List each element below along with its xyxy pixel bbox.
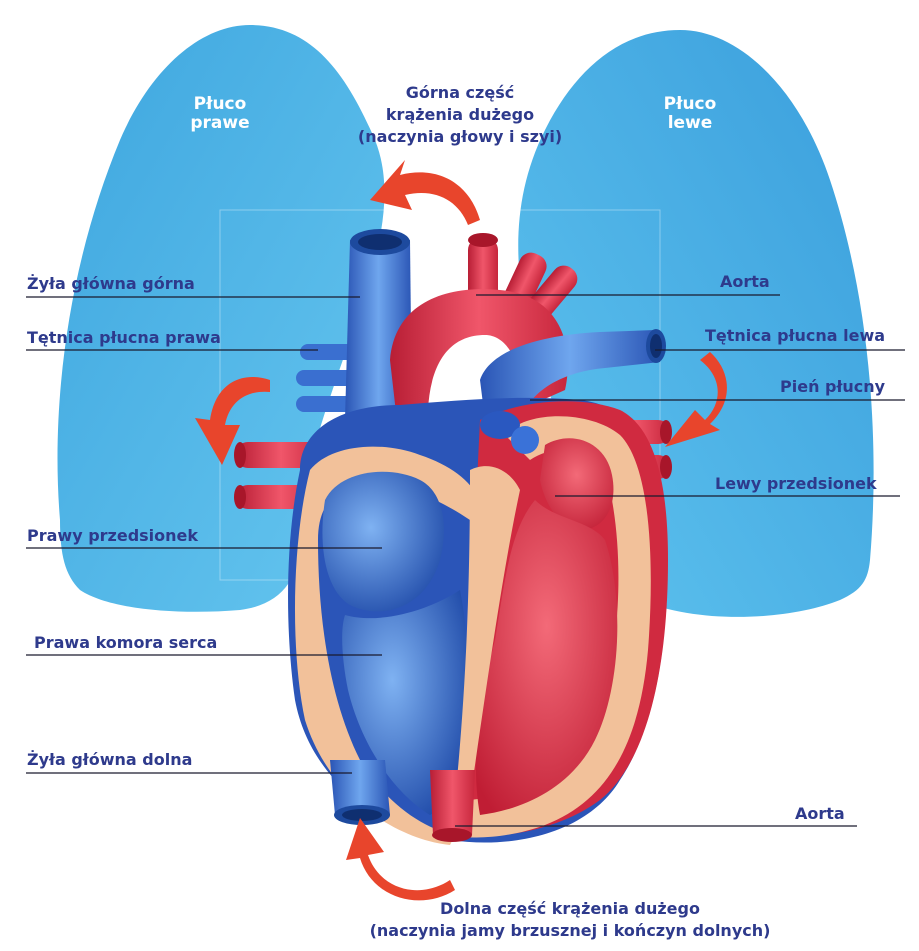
right-lung-label: Płuco prawe (180, 95, 260, 133)
label-vena-cava-superior: Żyła główna górna (27, 274, 195, 293)
label-pulmonary-trunk: Pień płucny (780, 377, 885, 396)
lower-circulation-caption: Dolna część krążenia dużego (naczynia ja… (330, 898, 810, 942)
left-lung-label: Płuco lewe (650, 95, 730, 133)
label-aorta-bottom: Aorta (795, 804, 845, 823)
label-vena-cava-inferior: Żyła główna dolna (27, 750, 192, 769)
label-right-pulmonary-artery: Tętnica płucna prawa (27, 328, 221, 347)
descending-aorta (430, 770, 475, 835)
upper-circulation-caption: Górna część krążenia dużego (naczynia gł… (330, 82, 590, 148)
label-left-pulmonary-artery: Tętnica płucna lewa (705, 326, 885, 345)
label-right-atrium: Prawy przedsionek (27, 526, 198, 545)
label-aorta-top: Aorta (720, 272, 770, 291)
label-right-ventricle: Prawa komora serca (34, 633, 217, 652)
label-left-atrium: Lewy przedsionek (715, 474, 877, 493)
